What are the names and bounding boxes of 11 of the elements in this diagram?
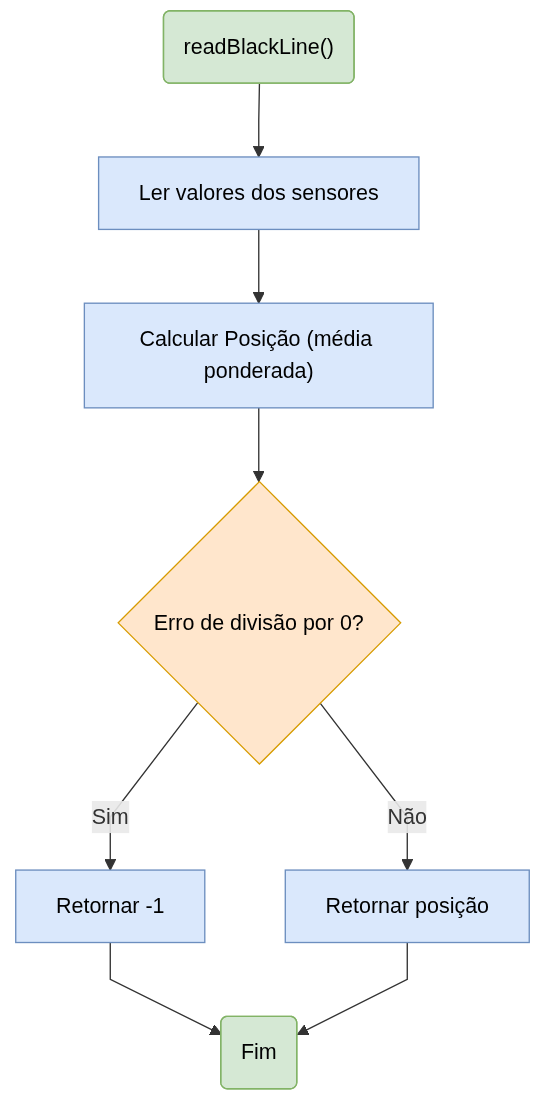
node-box: Retornar -1 <box>15 869 206 944</box>
arrow <box>252 228 265 304</box>
arrow <box>296 941 408 1035</box>
node-box: Ler valores dos sensores <box>97 156 420 231</box>
node-box: Calcular Posição (média ponderada) <box>83 302 434 409</box>
edge-label: Sim <box>91 805 129 828</box>
edge-label: Não <box>387 805 427 828</box>
arrow <box>252 407 265 483</box>
node-diamond: Erro de divisão por 0? <box>117 480 402 766</box>
arrow <box>252 83 265 158</box>
node-box: Retornar posição <box>284 869 530 944</box>
